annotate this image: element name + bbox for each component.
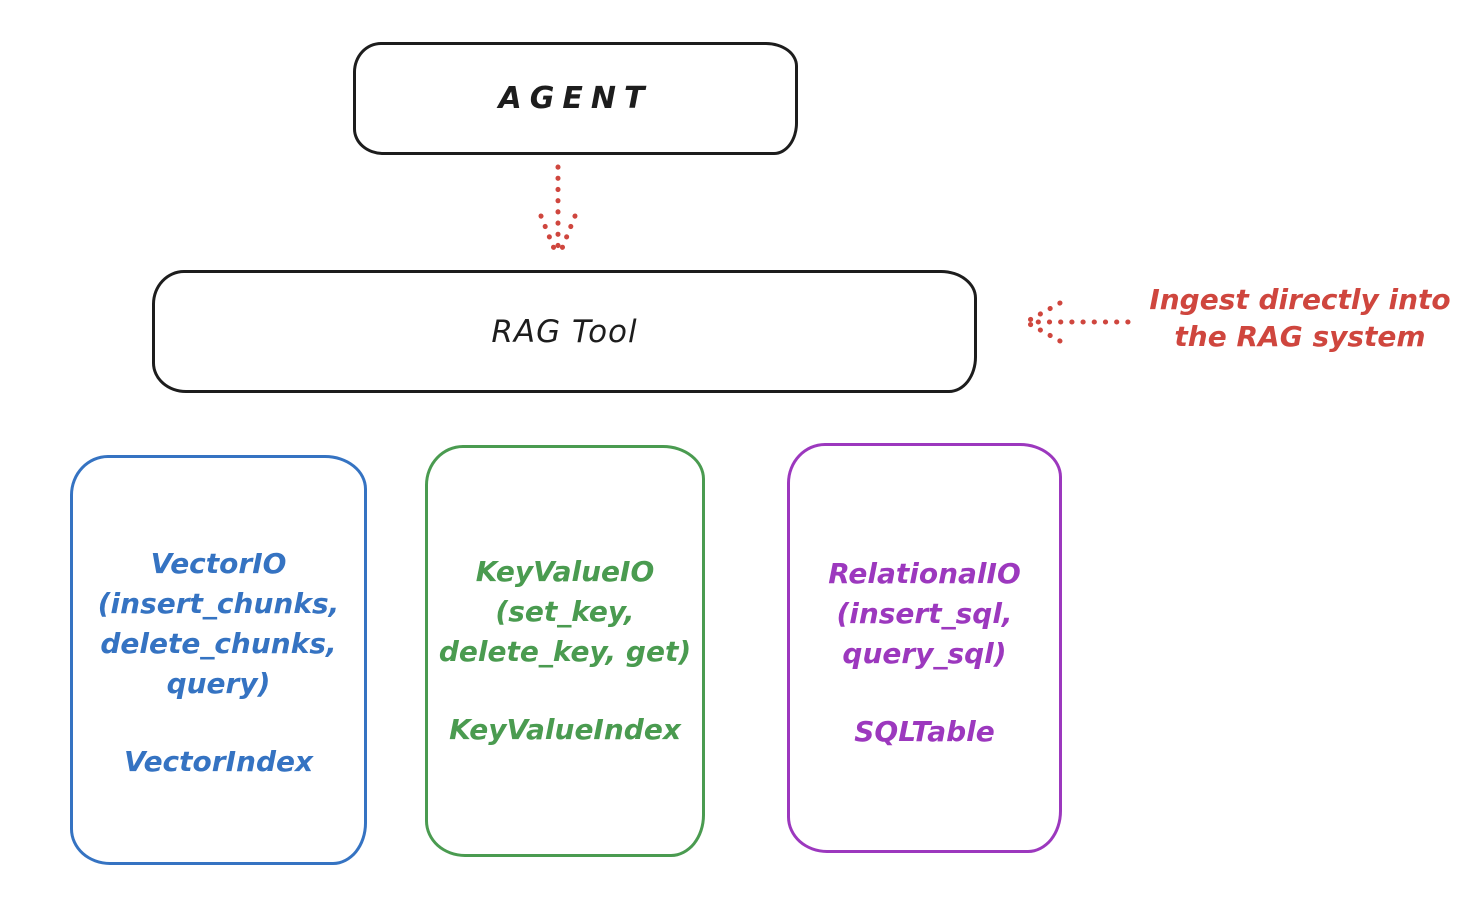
agent-node: AGENT [353,42,798,155]
store-io-line: delete_key, get) [438,635,692,668]
ingest-annotation-line1: Ingest directly into [1149,283,1451,316]
store-io-line: (insert_chunks, [97,587,340,620]
rag-tool-label: RAG Tool [491,313,638,350]
store-index-label: VectorIndex [123,745,314,778]
store-io-line: VectorIO [150,547,287,580]
agent-to-rag-arrow [538,164,578,254]
keyvalueio-store-node: KeyValueIO (set_key, delete_key, get) Ke… [425,445,705,857]
store-io-line: (insert_sql, [836,597,1013,630]
rag-tool-node: RAG Tool [152,270,977,393]
store-io-lines: RelationalIO (insert_sql, query_sql) [790,554,1059,674]
relationalio-store-node: RelationalIO (insert_sql, query_sql) SQL… [787,443,1062,853]
store-io-line: KeyValueIO [475,555,655,588]
store-index-label: KeyValueIndex [449,713,681,746]
store-io-lines: KeyValueIO (set_key, delete_key, get) [428,552,702,672]
ingest-annotation-line2: the RAG system [1174,320,1426,353]
store-io-line: RelationalIO [828,557,1021,590]
store-io-line: query) [166,667,271,700]
store-index-label: SQLTable [854,715,995,748]
agent-label: AGENT [498,81,653,116]
vectorio-store-node: VectorIO (insert_chunks, delete_chunks, … [70,455,367,865]
store-io-lines: VectorIO (insert_chunks, delete_chunks, … [73,544,364,704]
store-io-line: query_sql) [842,637,1007,670]
store-io-line: delete_chunks, [100,627,337,660]
store-io-line: (set_key, [495,595,635,628]
ingest-annotation: Ingest directly into the RAG system [1125,281,1475,355]
ingest-annotation-arrow [1023,300,1131,344]
